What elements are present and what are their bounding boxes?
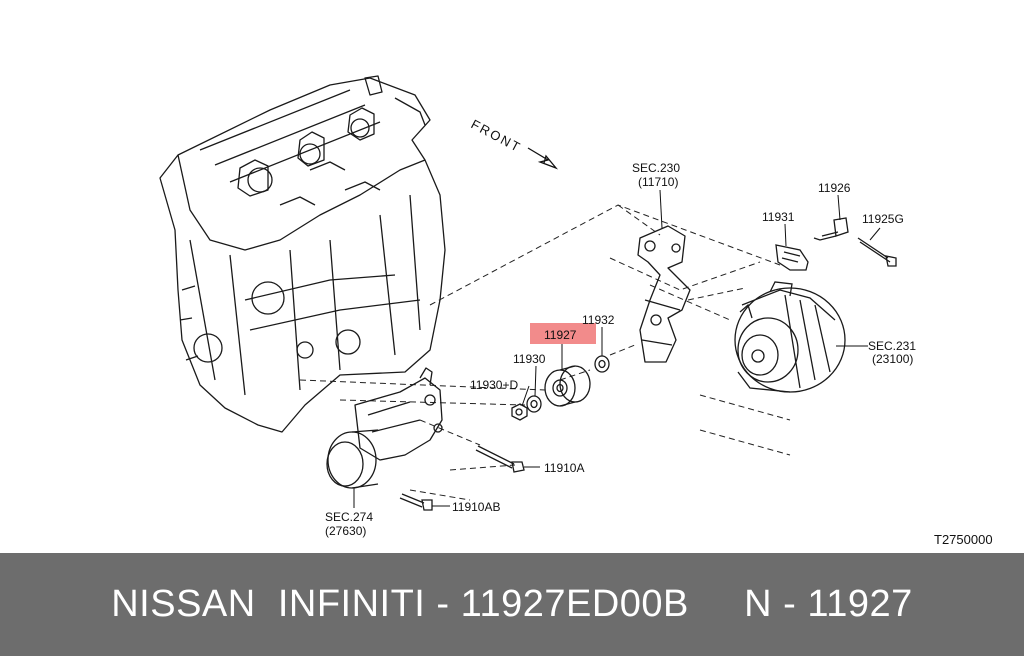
label-11925g: 11925G xyxy=(862,212,904,226)
bolt-11910ab xyxy=(399,493,433,511)
lower-bracket-assembly xyxy=(326,367,443,489)
footer-banner: NISSAN INFINITI - 11927ED00B N - 11927 xyxy=(0,553,1024,656)
dashed-leaders xyxy=(299,204,791,501)
spacer-11930 xyxy=(526,395,542,413)
label-sec231: SEC.231 xyxy=(868,339,916,353)
drawing-code: T2750000 xyxy=(934,532,993,547)
label-11931: 11931 xyxy=(762,210,795,224)
label-sec274-ref: (27630) xyxy=(325,524,366,538)
stud-11925g xyxy=(857,237,897,267)
label-11926: 11926 xyxy=(818,181,851,195)
label-sec231-ref: (23100) xyxy=(872,352,913,366)
parts-diagram: FRONT xyxy=(159,75,993,547)
engine-block xyxy=(159,75,446,433)
part-number-caption: NISSAN INFINITI - 11927ED00B N - 11927 xyxy=(111,583,913,625)
label-11910ab: 11910AB xyxy=(452,500,501,514)
front-label: FRONT xyxy=(469,116,524,155)
washer-11932 xyxy=(594,355,610,373)
label-11927: 11927 xyxy=(544,328,577,342)
bolt-11910a xyxy=(475,445,525,473)
nut-11930d xyxy=(511,403,528,421)
clip-11931 xyxy=(775,244,809,271)
alternator xyxy=(734,281,846,393)
alternator-bracket xyxy=(637,225,691,363)
bolt-11926 xyxy=(813,217,849,241)
label-11930d: 11930+D xyxy=(470,378,518,392)
label-leaders xyxy=(353,189,881,508)
highlight-11927 xyxy=(530,323,596,344)
idler-pulley-11927 xyxy=(544,365,591,407)
label-sec230: SEC.230 xyxy=(632,161,680,175)
front-arrow: FRONT xyxy=(469,116,559,170)
label-sec230-ref: (11710) xyxy=(638,175,678,189)
label-sec274: SEC.274 xyxy=(325,510,373,524)
label-11930: 11930 xyxy=(513,352,546,366)
part-labels: SEC.230 (11710) 11926 11931 11925G 11927… xyxy=(325,161,993,547)
label-11910a: 11910A xyxy=(544,461,584,475)
label-11932: 11932 xyxy=(582,313,615,327)
